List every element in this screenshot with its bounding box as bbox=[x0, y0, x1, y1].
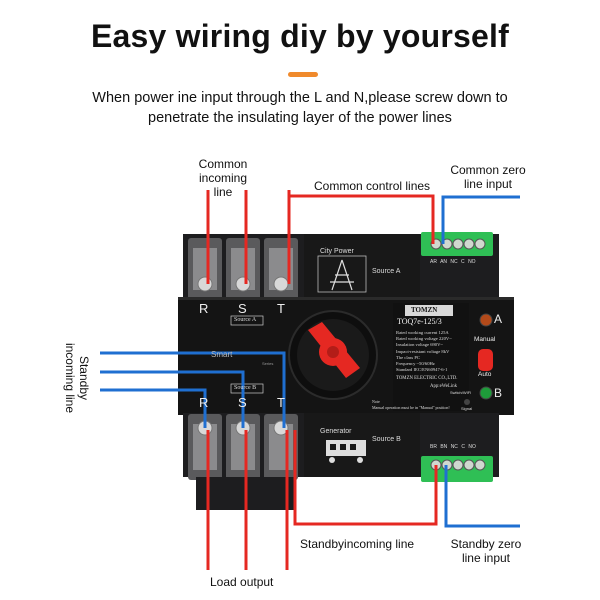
terminal-top-labels: AR AN NC C NO bbox=[430, 259, 476, 265]
maker-name: TOMZN ELECTRIC CO.,LTD. bbox=[396, 376, 458, 381]
led-b-indicator bbox=[479, 386, 493, 400]
led-a-indicator bbox=[479, 313, 493, 327]
switch-wifi-label: Switch/WIFI bbox=[450, 390, 472, 395]
top-terminal-housings bbox=[188, 238, 298, 300]
top-control-terminal bbox=[421, 232, 493, 256]
callout-standby-incoming-line: Standby incoming line bbox=[63, 342, 91, 414]
page-title: Easy wiring diy by yourself bbox=[91, 18, 509, 54]
source-a-tag: Source A bbox=[234, 317, 257, 323]
manual-auto-selector bbox=[478, 349, 493, 371]
spec-plate bbox=[393, 303, 469, 411]
generator-icon bbox=[326, 440, 366, 463]
subtitle-line-1: When power ine input through the L and N… bbox=[92, 90, 508, 106]
title-accent-bar bbox=[288, 72, 318, 77]
bottom-terminal-housings bbox=[188, 414, 298, 480]
page-subtitle: When power ine input through the L and N… bbox=[0, 88, 600, 128]
brand-plate bbox=[405, 305, 453, 316]
wire-common-control bbox=[289, 194, 435, 244]
phase-bottom-t: T bbox=[277, 395, 285, 410]
phase-top-s: S bbox=[238, 301, 247, 316]
source-b-tag: Source B bbox=[234, 385, 257, 391]
wire-standby-s bbox=[100, 370, 245, 428]
manual-label: Manual bbox=[474, 336, 496, 343]
wires bbox=[100, 190, 520, 570]
callout-common-incoming-line: Common incoming line bbox=[198, 157, 248, 199]
model-number: TOQ7e-125/3 bbox=[397, 317, 442, 326]
series-logo: Smart bbox=[211, 350, 233, 359]
city-power-icon bbox=[317, 255, 367, 293]
signal-led bbox=[464, 399, 470, 405]
note-label: Note bbox=[372, 399, 380, 404]
ats-device bbox=[178, 232, 514, 510]
phase-top-t: T bbox=[277, 301, 285, 316]
phase-bottom-s: S bbox=[238, 395, 247, 410]
generator-label: Generator bbox=[320, 428, 352, 435]
wire-standby-control bbox=[293, 430, 438, 526]
callout-standby-zero-line-input: Standby zero line input bbox=[450, 537, 522, 565]
callout-common-control-lines: Common control lines bbox=[314, 179, 431, 193]
terminal-bottom-labels: BR BN NC C NO bbox=[430, 444, 476, 450]
wire-standby-zero bbox=[444, 465, 520, 528]
note-text: Manual operation must be in "Manual" pos… bbox=[372, 405, 450, 410]
wire-standby-t bbox=[100, 351, 286, 428]
brand-plate-text: TOMZN bbox=[411, 306, 438, 314]
rotary-switch-handle bbox=[288, 310, 378, 400]
led-a-label: A bbox=[494, 312, 503, 326]
wire-common-zero bbox=[441, 195, 520, 244]
callout-standby-incoming-line-bottom: Standbyincoming line bbox=[300, 537, 415, 551]
city-power-label: City Power bbox=[320, 248, 354, 255]
callout-load-output: Load output bbox=[210, 575, 274, 589]
led-b-label: B bbox=[494, 386, 503, 400]
source-a-label: Source A bbox=[372, 268, 401, 275]
app-name: App:eWeLink bbox=[430, 384, 458, 389]
wire-standby-r bbox=[100, 388, 207, 428]
source-b-label: Source B bbox=[372, 436, 401, 443]
series-sub: Series bbox=[262, 361, 274, 366]
auto-label: Auto bbox=[478, 371, 492, 378]
signal-label: Signal bbox=[461, 406, 473, 411]
phase-bottom-r: R bbox=[199, 395, 209, 410]
phase-top-r: R bbox=[199, 301, 209, 316]
spec-list: Rated working current 125A Rated working… bbox=[396, 330, 452, 373]
callout-common-zero-line-input: Common zero line input bbox=[450, 163, 526, 191]
bottom-control-terminal bbox=[421, 456, 493, 482]
subtitle-line-2: penetrate the insulating layer of the po… bbox=[148, 110, 452, 126]
